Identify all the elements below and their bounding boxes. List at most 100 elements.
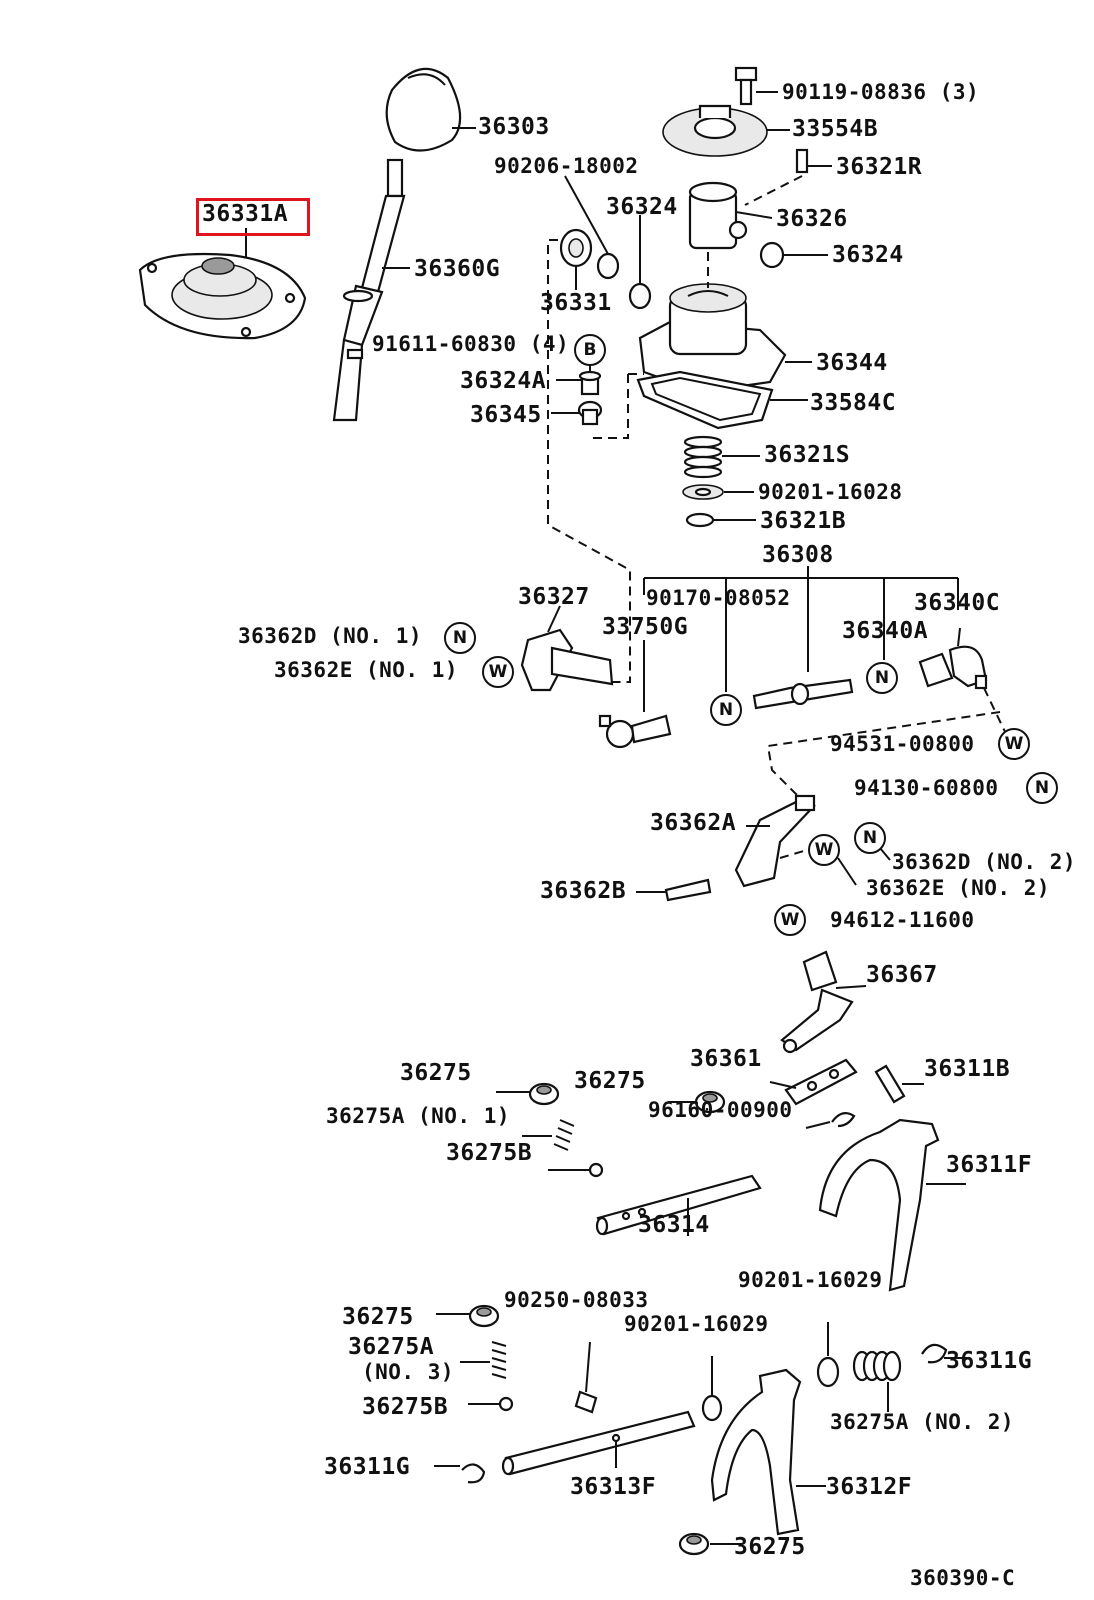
shift-lever-36360G xyxy=(332,158,410,422)
label-36326[interactable]: 36326 xyxy=(776,206,848,232)
label-36331[interactable]: 36331 xyxy=(540,290,612,316)
label-36327[interactable]: 36327 xyxy=(518,584,590,610)
label-36275A-no3-sub: (NO. 3) xyxy=(362,1360,455,1384)
label-90201-16029-a[interactable]: 90201-16029 xyxy=(738,1268,883,1292)
clip-36311G-right xyxy=(921,1343,968,1364)
label-36362D-no2[interactable]: 36362D (NO. 2) xyxy=(892,850,1077,874)
label-36311G-right[interactable]: 36311G xyxy=(946,1348,1033,1374)
label-90170-08052[interactable]: 90170-08052 xyxy=(646,586,791,610)
housing-36344 xyxy=(638,252,812,394)
lever-36327 xyxy=(520,605,614,692)
label-96160-00900[interactable]: 96160-00900 xyxy=(648,1098,793,1122)
label-36275B-2[interactable]: 36275B xyxy=(362,1394,449,1420)
spring-36275A-no3 xyxy=(460,1341,507,1379)
label-36340C[interactable]: 36340C xyxy=(914,590,1001,616)
figure-code: 360390-C xyxy=(910,1566,1016,1590)
label-33584C[interactable]: 33584C xyxy=(810,390,897,416)
label-94612-11600[interactable]: 94612-11600 xyxy=(830,908,975,932)
label-90119-08836[interactable]: 90119-08836 (3) xyxy=(782,80,980,104)
label-36275A-no1[interactable]: 36275A (NO. 1) xyxy=(326,1104,511,1128)
label-36275A-no2[interactable]: 36275A (NO. 2) xyxy=(830,1410,1015,1434)
label-94531-00800[interactable]: 94531-00800 xyxy=(830,732,975,756)
plug-36275-b xyxy=(668,1090,726,1114)
label-36275-b[interactable]: 36275 xyxy=(574,1068,646,1094)
washer-90201-16028 xyxy=(682,484,754,500)
set-bracket-36308 xyxy=(643,566,959,692)
label-36308[interactable]: 36308 xyxy=(762,542,834,568)
label-36303[interactable]: 36303 xyxy=(478,114,550,140)
label-36312F[interactable]: 36312F xyxy=(826,1474,913,1500)
label-90201-16028[interactable]: 90201-16028 xyxy=(758,480,903,504)
callout-B: B xyxy=(574,334,606,366)
label-36362A[interactable]: 36362A xyxy=(650,810,737,836)
callout-N-5: N xyxy=(854,822,886,854)
label-90250-08033[interactable]: 90250-08033 xyxy=(504,1288,649,1312)
washer-90206 xyxy=(564,175,620,280)
shaft-36313F xyxy=(501,1410,696,1476)
label-33554B[interactable]: 33554B xyxy=(792,116,879,142)
pin-36311B xyxy=(874,1064,924,1104)
label-36324-b[interactable]: 36324 xyxy=(832,242,904,268)
seat-36326 xyxy=(688,181,773,250)
label-36361[interactable]: 36361 xyxy=(690,1046,762,1072)
shaft-36314 xyxy=(595,1174,762,1236)
label-36275-c[interactable]: 36275 xyxy=(342,1304,414,1330)
ball-36275B-2 xyxy=(468,1396,514,1412)
label-36362B[interactable]: 36362B xyxy=(540,878,627,904)
label-36275B-1[interactable]: 36275B xyxy=(446,1140,533,1166)
label-36344[interactable]: 36344 xyxy=(816,350,888,376)
socket-36340C xyxy=(918,627,988,690)
spring-36275A-no1 xyxy=(522,1119,575,1151)
label-36321B[interactable]: 36321B xyxy=(760,508,847,534)
bolt-36324A xyxy=(556,360,602,396)
washer-90201-16029-b xyxy=(816,1322,840,1388)
label-33750G[interactable]: 33750G xyxy=(602,614,689,640)
label-36331A[interactable]: 36331A xyxy=(202,201,289,227)
label-36313F[interactable]: 36313F xyxy=(570,1474,657,1500)
label-36275-a[interactable]: 36275 xyxy=(400,1060,472,1086)
pin-90170-08052 xyxy=(752,678,854,710)
label-90201-16029-b[interactable]: 90201-16029 xyxy=(624,1312,769,1336)
label-36321S[interactable]: 36321S xyxy=(764,442,851,468)
label-36362D-no1[interactable]: 36362D (NO. 1) xyxy=(238,624,423,648)
label-36345[interactable]: 36345 xyxy=(470,402,542,428)
label-36275-d[interactable]: 36275 xyxy=(734,1534,806,1560)
pin-36362B xyxy=(636,878,712,902)
label-36311F[interactable]: 36311F xyxy=(946,1152,1033,1178)
washer-90201-16029-a xyxy=(701,1356,723,1422)
lever-36367 xyxy=(780,950,867,1054)
pin-90250 xyxy=(574,1341,598,1414)
plug-36275-a xyxy=(496,1082,560,1106)
label-36311G-left[interactable]: 36311G xyxy=(324,1454,411,1480)
label-36324A[interactable]: 36324A xyxy=(460,368,547,394)
ball-36275B-1 xyxy=(548,1162,604,1178)
label-36362E-no2[interactable]: 36362E (NO. 2) xyxy=(866,876,1051,900)
label-36362E-no1[interactable]: 36362E (NO. 1) xyxy=(274,658,459,682)
bolt-90119 xyxy=(734,66,778,106)
callout-N-4: N xyxy=(1026,772,1058,804)
callout-W-4: W xyxy=(774,904,806,936)
label-36324-a[interactable]: 36324 xyxy=(606,194,678,220)
highlight-box xyxy=(196,198,310,236)
lever-36362A xyxy=(734,794,816,888)
label-91611-60830[interactable]: 91611-60830 (4) xyxy=(372,332,570,356)
label-36275A-no3[interactable]: 36275A xyxy=(348,1334,435,1360)
label-36360G[interactable]: 36360G xyxy=(414,256,501,282)
callout-W-1: W xyxy=(482,656,514,688)
ball-joint-33750G xyxy=(598,640,672,749)
washer-36324-left xyxy=(628,215,652,310)
shift-boot-36331A xyxy=(138,228,307,340)
clip-36311G-left xyxy=(434,1463,486,1484)
label-36314[interactable]: 36314 xyxy=(638,1212,710,1238)
label-36321R[interactable]: 36321R xyxy=(836,154,923,180)
callout-N-1: N xyxy=(444,622,476,654)
plug-36275-c xyxy=(436,1304,500,1328)
label-36367[interactable]: 36367 xyxy=(866,962,938,988)
label-90206-18002[interactable]: 90206-18002 xyxy=(494,154,639,178)
label-36340A[interactable]: 36340A xyxy=(842,618,929,644)
bushing-36331 xyxy=(559,228,593,290)
washer-36324-right xyxy=(759,241,828,269)
label-36311B[interactable]: 36311B xyxy=(924,1056,1011,1082)
label-94130-60800[interactable]: 94130-60800 xyxy=(854,776,999,800)
